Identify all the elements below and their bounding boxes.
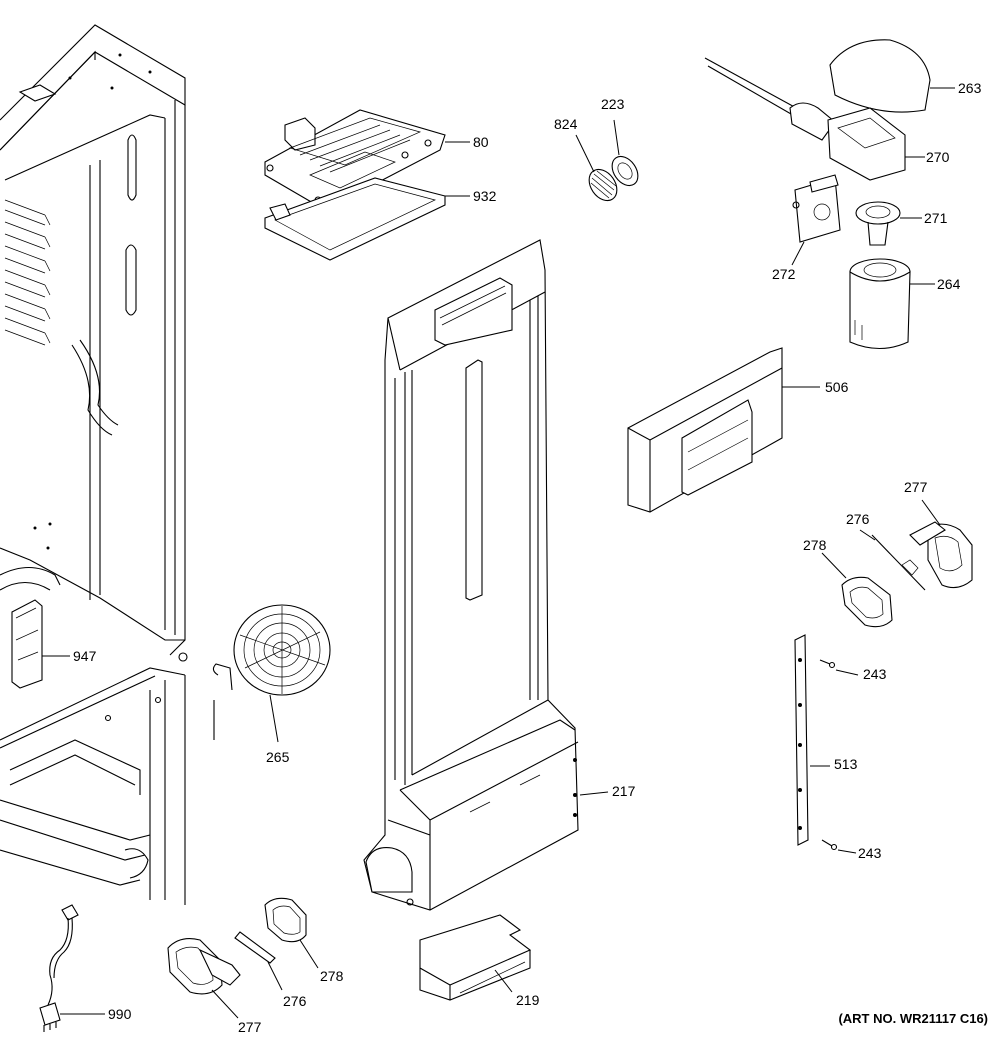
callout-277-bottom: 277 (238, 1019, 262, 1035)
part-513-rail (794, 634, 830, 846)
cabinet-liner (0, 24, 188, 905)
part-271-valve (855, 201, 922, 246)
callout-271: 271 (924, 210, 948, 226)
part-932-cover-plate (264, 177, 470, 261)
liner-louvres (4, 199, 51, 346)
callout-219: 219 (516, 992, 540, 1008)
callout-80: 80 (473, 134, 489, 150)
callout-276-bottom: 276 (283, 993, 307, 1009)
callout-513: 513 (834, 756, 858, 772)
part-278-bottom-bezel (264, 897, 319, 969)
callout-990: 990 (108, 1006, 132, 1022)
callout-277-right: 277 (904, 479, 928, 495)
callout-223: 223 (601, 96, 625, 112)
callout-506: 506 (825, 379, 849, 395)
callout-264: 264 (937, 276, 961, 292)
callout-276-right: 276 (846, 511, 870, 527)
part-276-right-pin (859, 529, 926, 591)
callout-243-bottom: 243 (858, 845, 882, 861)
callout-labels: 80 932 824 223 263 270 271 272 264 506 2… (73, 80, 988, 1035)
callout-278-bottom: 278 (320, 968, 344, 984)
part-264-reservoir (849, 258, 935, 350)
callout-947: 947 (73, 648, 97, 664)
callout-263: 263 (958, 80, 982, 96)
part-278-right-bezel (821, 552, 893, 628)
art-number: (ART NO. WR21117 C16) (838, 1011, 988, 1026)
part-947-light-housing (11, 599, 70, 689)
part-506-dispenser-frame (627, 347, 820, 513)
part-990-wire-harness (39, 904, 105, 1032)
part-243-screw-bottom (821, 839, 857, 854)
part-265-fan-assembly (212, 604, 331, 743)
part-272-bracket (791, 174, 841, 266)
part-270-housing (789, 102, 925, 181)
part-243-screw-top (819, 659, 859, 676)
part-219-duct-cover (419, 914, 532, 1001)
callout-270: 270 (926, 149, 950, 165)
part-217-air-duct (363, 239, 609, 911)
callout-243-top: 243 (863, 666, 887, 682)
part-824-vent-grille (575, 134, 618, 202)
part-223-vent-cover (611, 119, 639, 187)
part-276-bottom-pin (234, 931, 283, 991)
callout-272: 272 (772, 266, 796, 282)
callout-824: 824 (554, 116, 578, 132)
callout-265: 265 (266, 749, 290, 765)
callout-932: 932 (473, 188, 497, 204)
part-263-dispenser-cap (704, 39, 955, 119)
part-277-bottom-handle (167, 938, 241, 1019)
part-80-control-housing (264, 109, 470, 211)
callout-278-right: 278 (803, 537, 827, 553)
callout-217: 217 (612, 783, 636, 799)
part-277-right-handle (909, 499, 973, 589)
